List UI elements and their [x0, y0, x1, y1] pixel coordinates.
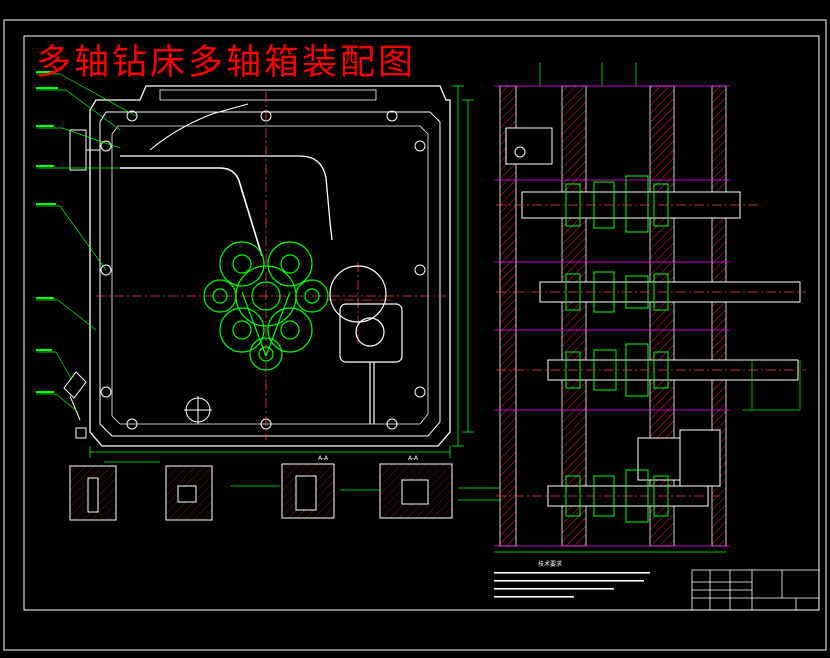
oil-pipe-3 [149, 103, 249, 151]
oil-plug [69, 129, 87, 171]
oil-pipe-2 [120, 155, 333, 241]
section-label-1: A-A [318, 455, 329, 462]
outer-frame [3, 19, 827, 651]
section-details [69, 461, 500, 521]
inner-frame [23, 35, 820, 611]
section-label-2: A-A [408, 455, 419, 462]
leader-callouts [36, 73, 137, 413]
centerlines [96, 92, 446, 440]
oil-pump [329, 265, 403, 424]
shaft-centerlines [496, 204, 806, 497]
oil-pipe [120, 167, 263, 257]
housing-outline [89, 85, 451, 447]
top-rib [159, 89, 377, 101]
leader-tags [36, 71, 58, 393]
side-dimensions [494, 62, 801, 553]
front-view [36, 71, 474, 458]
housing-inner-outline [99, 111, 441, 437]
title-block [691, 569, 820, 611]
housing-inner-cavity [111, 125, 429, 425]
drawing-title: 多轴钻床多轴箱装配图 [36, 43, 417, 83]
tech-requirements-lines [494, 572, 650, 598]
bolt-holes [100, 110, 426, 430]
tech-requirements-heading: 技术要求 [538, 560, 562, 568]
construction-lines [494, 85, 730, 547]
front-dimensions [89, 85, 474, 458]
side-section-view [494, 62, 806, 553]
gear-train [203, 241, 329, 371]
misc-marks [63, 371, 212, 439]
